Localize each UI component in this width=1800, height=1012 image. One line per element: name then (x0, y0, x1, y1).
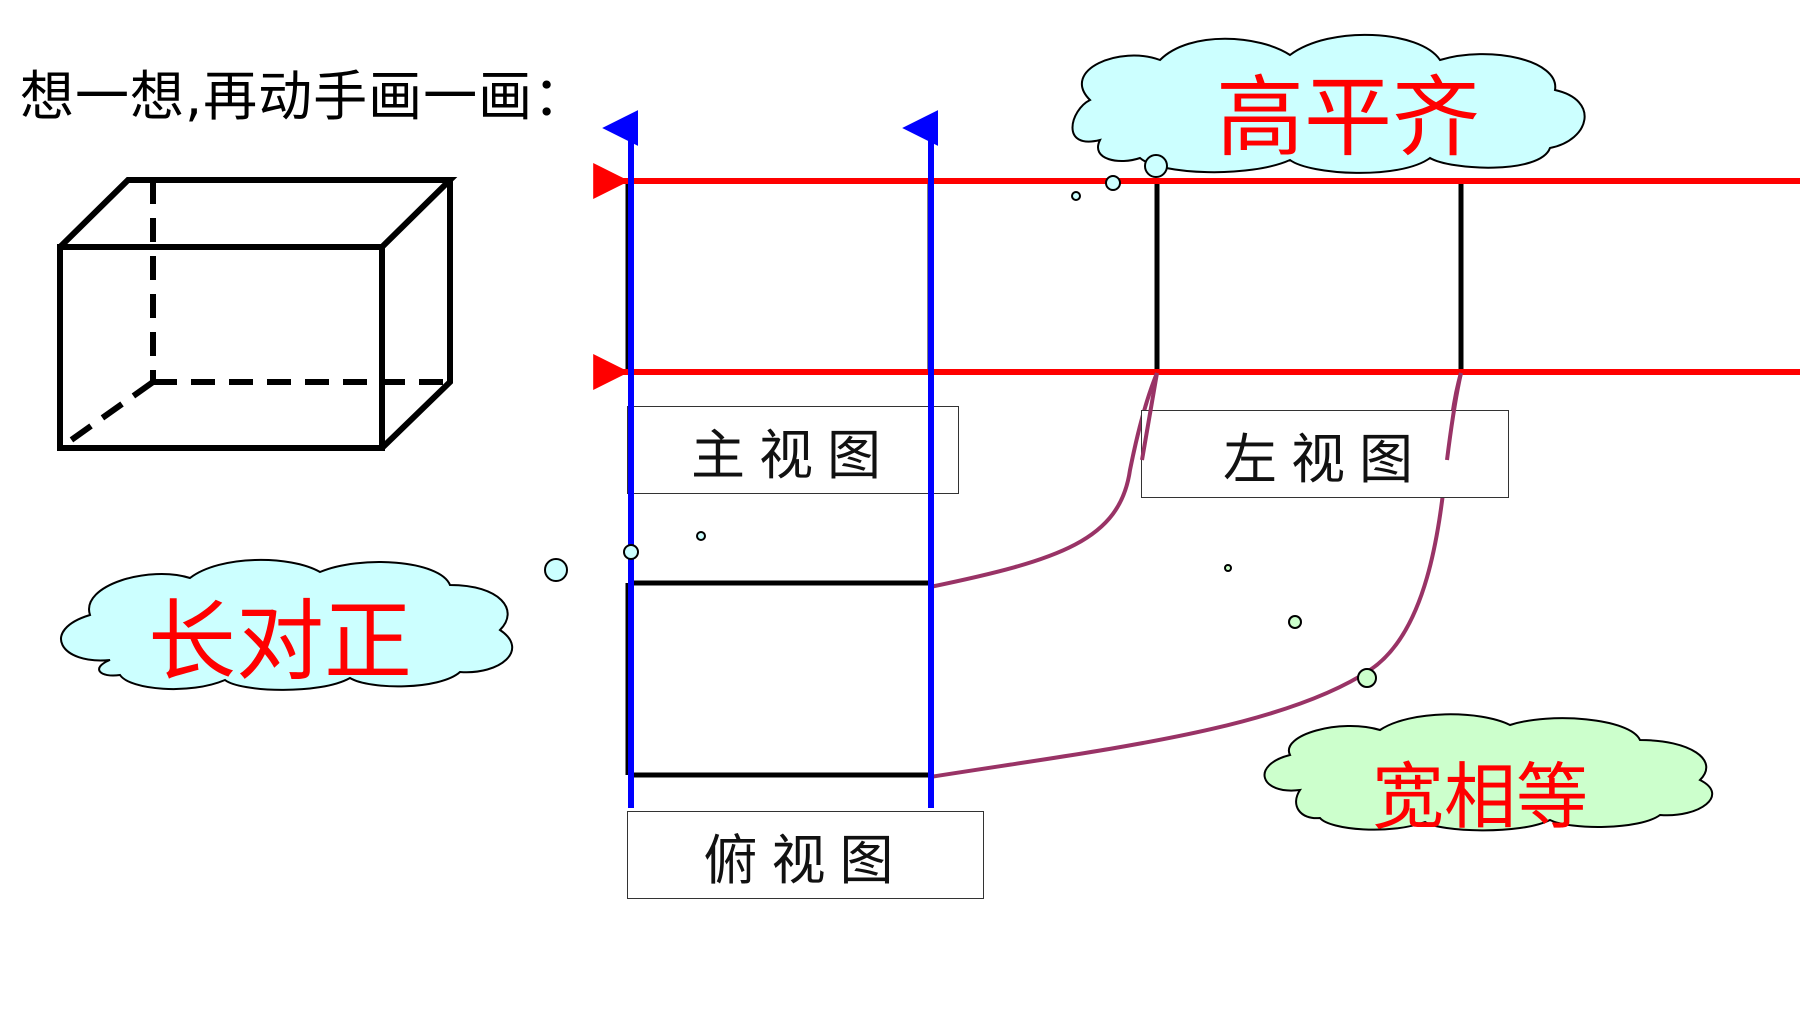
left-view-label: 左视图 (1141, 410, 1509, 498)
cuboid-3d (57, 177, 458, 451)
top-view-shape (625, 580, 930, 778)
callout-cloud-width: 宽相等 (1224, 564, 1714, 839)
callout-width-text: 宽相等 (1372, 755, 1588, 839)
callout-cloud-length: 长对正 (60, 531, 706, 693)
callout-length-text: 长对正 (148, 590, 412, 693)
left-view-shape (1154, 180, 1464, 373)
hidden-edges (58, 180, 450, 451)
height-alignment-lines (593, 163, 1800, 390)
top-view-label: 俯视图 (627, 811, 984, 899)
page-title: 想一想,再动手画一画： (20, 65, 589, 128)
front-view-label: 主视图 (627, 406, 959, 494)
front-view-shape (625, 180, 933, 373)
callout-height-text: 高平齐 (1216, 66, 1480, 169)
callout-cloud-height: 高平齐 (1071, 33, 1586, 201)
